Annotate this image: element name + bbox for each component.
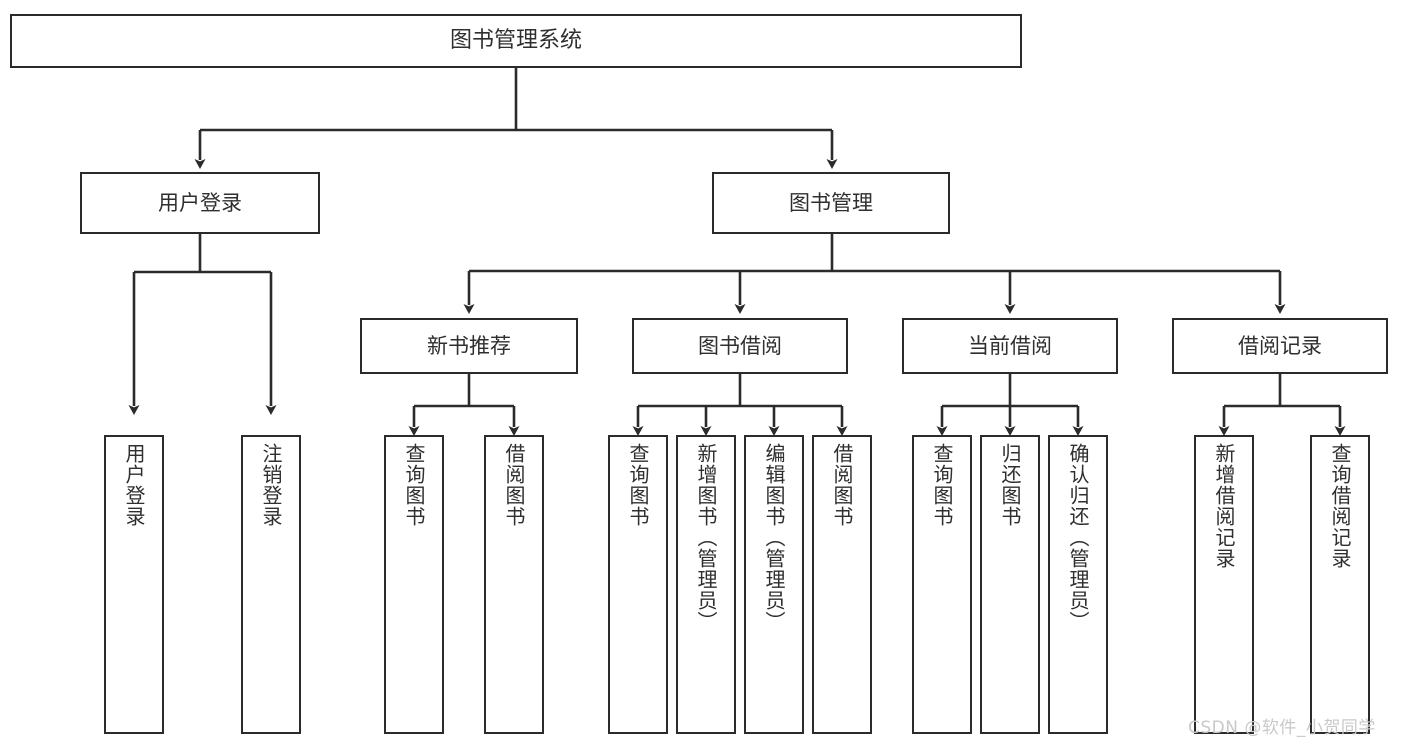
node-label: 用户登录 bbox=[122, 443, 146, 527]
node-label: 新增借阅记录 bbox=[1212, 443, 1236, 569]
node-book-management[interactable]: 图书管理 bbox=[712, 172, 950, 234]
leaf-new-book-query[interactable]: 查询图书 bbox=[384, 435, 444, 734]
leaf-book-borrow-borrow[interactable]: 借阅图书 bbox=[812, 435, 872, 734]
csdn-watermark: CSDN @软件_小贺同学 bbox=[1188, 718, 1376, 738]
node-label: 查询图书 bbox=[626, 443, 650, 527]
node-label: 注销登录 bbox=[259, 443, 283, 527]
node-label: 查询借阅记录 bbox=[1328, 443, 1352, 569]
leaf-new-book-borrow[interactable]: 借阅图书 bbox=[484, 435, 544, 734]
node-label: 查询图书 bbox=[402, 443, 426, 527]
leaf-current-borrow-query[interactable]: 查询图书 bbox=[912, 435, 972, 734]
node-label: 确认归还（管理员） bbox=[1066, 443, 1090, 632]
node-label: 归还图书 bbox=[998, 443, 1022, 527]
node-label: 图书借阅 bbox=[698, 333, 782, 358]
leaf-book-borrow-edit[interactable]: 编辑图书（管理员） bbox=[744, 435, 804, 734]
node-current-borrow[interactable]: 当前借阅 bbox=[902, 318, 1118, 374]
node-book-borrow[interactable]: 图书借阅 bbox=[632, 318, 848, 374]
node-root-system[interactable]: 图书管理系统 bbox=[10, 14, 1022, 68]
node-label: 图书管理系统 bbox=[449, 28, 582, 54]
node-label: 用户登录 bbox=[158, 190, 242, 215]
node-label: 查询图书 bbox=[930, 443, 954, 527]
leaf-book-borrow-add[interactable]: 新增图书（管理员） bbox=[676, 435, 736, 734]
node-new-book-recommend[interactable]: 新书推荐 bbox=[360, 318, 578, 374]
node-user-login[interactable]: 用户登录 bbox=[80, 172, 320, 234]
leaf-book-borrow-query[interactable]: 查询图书 bbox=[608, 435, 668, 734]
node-label: 当前借阅 bbox=[968, 333, 1052, 358]
node-label: 编辑图书（管理员） bbox=[762, 443, 786, 632]
node-label: 借阅图书 bbox=[502, 443, 526, 527]
node-label: 借阅图书 bbox=[830, 443, 854, 527]
leaf-current-borrow-return[interactable]: 归还图书 bbox=[980, 435, 1040, 734]
node-label: 借阅记录 bbox=[1238, 333, 1322, 358]
leaf-borrow-record-add[interactable]: 新增借阅记录 bbox=[1194, 435, 1254, 734]
leaf-user-login-signout[interactable]: 注销登录 bbox=[241, 435, 301, 734]
node-borrow-record[interactable]: 借阅记录 bbox=[1172, 318, 1388, 374]
leaf-borrow-record-query[interactable]: 查询借阅记录 bbox=[1310, 435, 1370, 734]
node-label: 新增图书（管理员） bbox=[694, 443, 718, 632]
leaf-user-login-signin[interactable]: 用户登录 bbox=[104, 435, 164, 734]
leaf-current-borrow-confirm-return[interactable]: 确认归还（管理员） bbox=[1048, 435, 1108, 734]
node-label: 新书推荐 bbox=[427, 333, 511, 358]
node-label: 图书管理 bbox=[789, 190, 873, 215]
